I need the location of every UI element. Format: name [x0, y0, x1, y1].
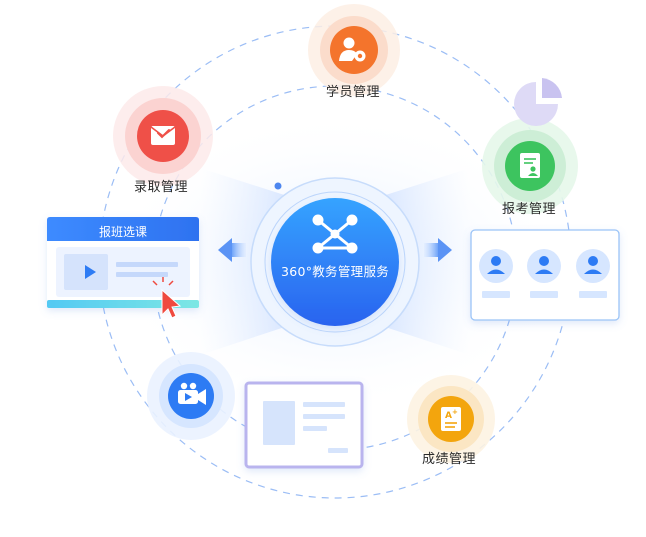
class-selection-card-title: 报班选课 — [98, 225, 147, 239]
user-avatar-2 — [527, 249, 561, 298]
student-management-label: 学员管理 — [326, 85, 381, 100]
center-hub[interactable] — [271, 198, 399, 326]
student-management-node[interactable] — [308, 4, 400, 96]
document-grade-icon: A + — [441, 407, 461, 431]
cursor-click-icon — [152, 277, 182, 319]
admission-management-label: 录取管理 — [134, 180, 189, 195]
scores-management-label: 成绩管理 — [422, 452, 477, 467]
left-arrow-icon — [218, 238, 246, 262]
network-nodes-icon — [312, 214, 358, 254]
video-node[interactable] — [147, 352, 235, 440]
mail-check-icon — [150, 126, 176, 145]
students-card[interactable] — [470, 229, 620, 321]
user-avatar-1 — [479, 249, 513, 298]
svg-text:+: + — [452, 408, 458, 416]
enroll-management-node[interactable] — [482, 118, 578, 214]
right-arrow-icon — [424, 238, 452, 262]
scores-management-node[interactable]: A + — [407, 375, 495, 463]
center-inner-ring — [264, 191, 406, 333]
class-selection-card[interactable] — [47, 217, 199, 308]
document-panel-card[interactable] — [244, 381, 364, 469]
admission-management-node[interactable] — [113, 86, 213, 186]
enroll-management-label: 报考管理 — [502, 202, 557, 217]
document-user-icon — [520, 153, 540, 178]
users-gear-icon — [339, 37, 366, 62]
class-selection-card-header: 报班选课 — [47, 217, 199, 241]
halo-dot — [274, 182, 282, 190]
play-icon — [85, 265, 96, 279]
center-hub-label: 360°教务管理服务 — [280, 264, 390, 279]
svg-text:A: A — [445, 411, 452, 421]
pie-chart-icon — [514, 78, 562, 126]
video-camera-icon — [178, 382, 206, 405]
user-avatar-3 — [576, 249, 610, 298]
